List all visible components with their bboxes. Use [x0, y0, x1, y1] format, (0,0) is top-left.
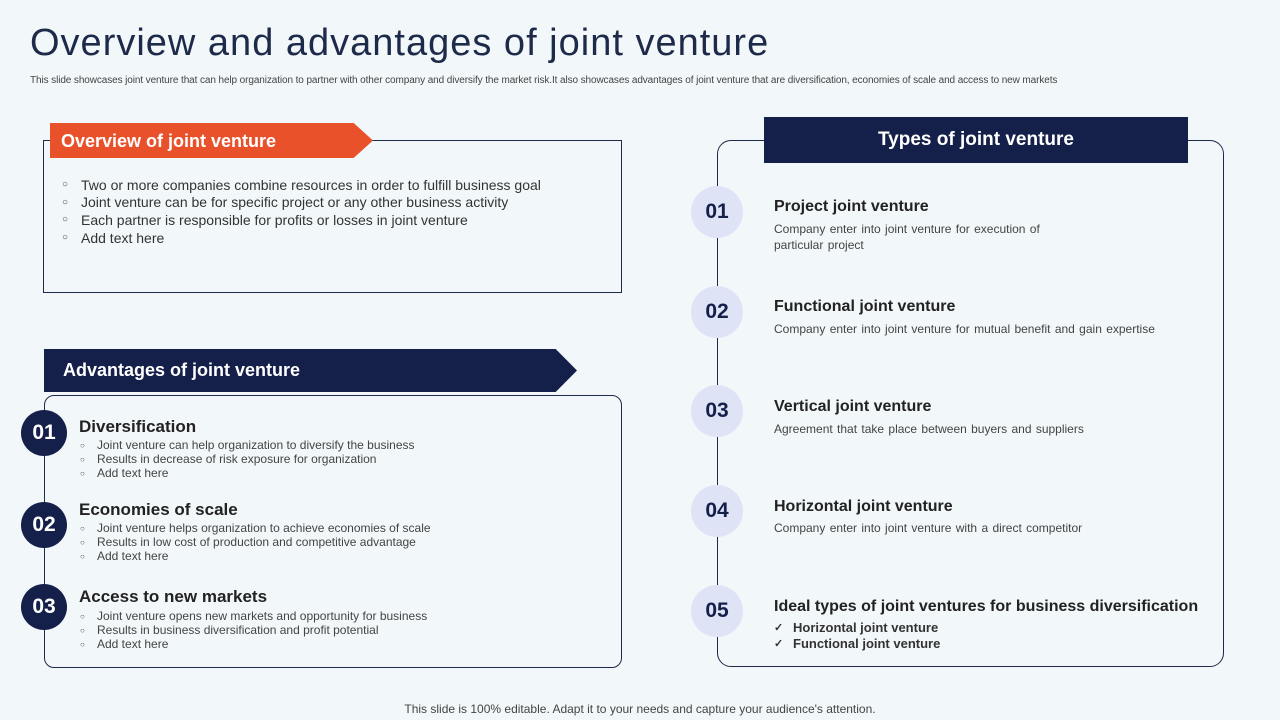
overview-list: ○Two or more companies combine resources…: [62, 176, 541, 246]
type-description: Company enter into joint venture for mut…: [774, 322, 1155, 336]
advantage-points: ○Joint venture can help organization to …: [80, 438, 415, 480]
list-item: ○Results in low cost of production and c…: [80, 535, 416, 549]
check-list: ✓Horizontal joint venture ✓Functional jo…: [774, 619, 940, 651]
type-description: Agreement that take place between buyers…: [774, 422, 1084, 436]
types-panel: [717, 140, 1224, 667]
list-item: ✓Horizontal joint venture: [774, 619, 939, 635]
list-item: ○Results in decrease of risk exposure fo…: [80, 452, 377, 466]
type-title: Horizontal joint venture: [774, 498, 953, 515]
list-item: ○Add text here: [80, 466, 169, 480]
type-title: Vertical joint venture: [774, 398, 932, 415]
list-item: ○Add text here: [80, 637, 169, 651]
circle-bullet-icon: ○: [80, 454, 85, 464]
list-item: ○Joint venture opens new markets and opp…: [80, 609, 428, 623]
list-item: ○Each partner is responsible for profits…: [62, 211, 468, 228]
advantage-points: ○Joint venture opens new markets and opp…: [80, 609, 427, 651]
list-item: ○Add text here: [80, 549, 169, 563]
page-subtitle: This slide showcases joint venture that …: [30, 75, 1058, 86]
list-item: ○Joint venture can help organization to …: [80, 438, 415, 452]
advantage-number-badge: 01: [21, 410, 67, 456]
circle-bullet-icon: ○: [62, 196, 69, 208]
circle-bullet-icon: ○: [62, 179, 69, 191]
list-item: ○Results in business diversification and…: [80, 623, 379, 637]
circle-bullet-icon: ○: [80, 639, 85, 649]
check-icon: ✓: [774, 637, 784, 650]
circle-bullet-icon: ○: [80, 551, 85, 561]
advantage-number-badge: 03: [21, 584, 67, 630]
type-title: Functional joint venture: [774, 298, 956, 315]
advantages-panel: [44, 395, 622, 668]
type-title: Project joint venture: [774, 198, 929, 215]
advantage-number-badge: 02: [21, 502, 67, 548]
circle-bullet-icon: ○: [80, 611, 85, 621]
circle-bullet-icon: ○: [80, 523, 85, 533]
overview-header: Overview of joint venture: [50, 123, 373, 158]
advantage-title: Access to new markets: [79, 587, 268, 606]
type-number-badge: 01: [691, 186, 743, 238]
list-item: ○Joint venture can be for specific proje…: [62, 194, 509, 211]
advantage-title: Economies of scale: [79, 500, 238, 519]
circle-bullet-icon: ○: [80, 625, 85, 635]
type-number-badge: 04: [691, 485, 743, 537]
circle-bullet-icon: ○: [80, 440, 85, 450]
types-heading: Types of joint venture: [764, 117, 1188, 163]
circle-bullet-icon: ○: [62, 214, 69, 226]
circle-bullet-icon: ○: [62, 232, 69, 244]
advantage-title: Diversification: [79, 417, 197, 436]
type-number-badge: 02: [691, 286, 743, 338]
list-item: ○Joint venture helps organization to ach…: [80, 521, 431, 535]
page-title: Overview and advantages of joint venture: [30, 22, 770, 64]
type-number-badge: 03: [691, 385, 743, 437]
advantages-heading: Advantages of joint venture: [63, 360, 301, 380]
type-number-badge: 05: [691, 585, 743, 637]
footer-note: This slide is 100% editable. Adapt it to…: [404, 702, 876, 716]
type-description: Company enter into joint venture with a …: [774, 521, 1083, 535]
check-icon: ✓: [774, 621, 784, 634]
advantages-header: Advantages of joint venture: [44, 349, 577, 392]
circle-bullet-icon: ○: [80, 468, 85, 478]
overview-panel: [43, 140, 622, 293]
type-title: Ideal types of joint ventures for busine…: [774, 598, 1199, 615]
overview-heading: Overview of joint venture: [61, 131, 277, 151]
type-description: Company enter into joint venture for exe…: [774, 222, 1040, 252]
list-item: ○Two or more companies combine resources…: [62, 176, 541, 193]
list-item: ✓Functional joint venture: [774, 635, 941, 651]
list-item: ○Add text here: [62, 229, 165, 246]
advantage-points: ○Joint venture helps organization to ach…: [80, 521, 431, 563]
circle-bullet-icon: ○: [80, 537, 85, 547]
